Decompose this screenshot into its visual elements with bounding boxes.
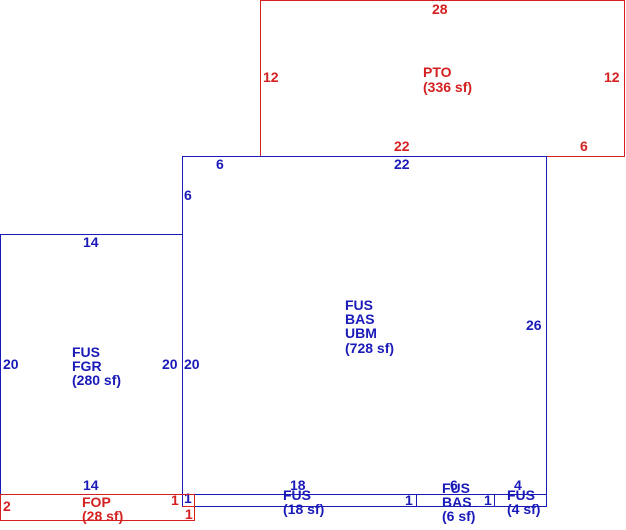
dim-main-left: 20 [184, 356, 200, 372]
dim-strip-mid-top: 18 [290, 477, 306, 493]
dim-strip-right-top: 4 [514, 477, 522, 493]
dim-strip-bas-top: 6 [450, 477, 458, 493]
strip-mid-label-1: FUS [283, 487, 311, 503]
dim-main-step: 6 [184, 187, 192, 203]
strip-bas-label-2: BAS [442, 494, 472, 510]
dim-main-right: 26 [526, 317, 542, 333]
dim-pto-bottom: 22 [394, 138, 410, 154]
dim-strip-left: 1 [184, 490, 192, 506]
dim-main-top: 22 [394, 156, 410, 172]
dim-strip-mid-right: 1 [405, 492, 413, 508]
area-main-label-3: UBM [345, 325, 377, 341]
strip-right-label-1: FUS [507, 487, 535, 503]
dim-pto-top: 28 [432, 1, 448, 17]
area-fop: FOP (28 sf) 2 1 1 [0, 492, 195, 524]
area-fgr-label-2: FGR [72, 358, 102, 374]
area-fgr: FUS FGR (280 sf) 14 20 20 14 [0, 234, 183, 495]
area-strips: 18 FUS (18 sf) 1 1 6 FUS BAS (6 sf) 1 4 … [182, 477, 547, 524]
area-main: FUS BAS UBM (728 sf) 6 22 6 26 20 [182, 156, 547, 495]
dim-main-top-left: 6 [216, 156, 224, 172]
area-fop-label-1: FOP [82, 494, 111, 510]
strip-right-label-2: (4 sf) [507, 501, 540, 517]
dim-fop-bottom-right: 1 [185, 506, 193, 522]
strip-mid-label-2: (18 sf) [283, 501, 324, 517]
dim-fgr-bottom: 14 [83, 477, 99, 493]
dim-pto-right: 12 [604, 69, 620, 85]
strip-bas-label-3: (6 sf) [442, 508, 475, 524]
dim-pto-bottom-right: 6 [580, 138, 588, 154]
dim-strip-bas-right: 1 [484, 492, 492, 508]
strip-bas-label-1: FUS [442, 480, 470, 496]
dim-fop-right: 1 [171, 492, 179, 508]
strip-right-outline [494, 494, 547, 507]
area-pto: PTO (336 sf) 28 12 12 22 6 [260, 0, 625, 157]
area-pto-label-1: PTO [423, 64, 452, 80]
area-fgr-label-3: (280 sf) [72, 372, 121, 388]
dim-fgr-right: 20 [162, 356, 178, 372]
area-pto-label-2: (336 sf) [423, 79, 472, 95]
dim-fgr-left: 20 [3, 356, 19, 372]
area-fop-outline [0, 494, 195, 521]
area-main-label-4: (728 sf) [345, 340, 394, 356]
area-fop-label-2: (28 sf) [82, 508, 123, 524]
dim-fop-left: 2 [3, 498, 11, 514]
area-main-label-1: FUS [345, 297, 373, 313]
area-main-label-2: BAS [345, 311, 375, 327]
dim-fgr-top: 14 [83, 234, 99, 250]
dim-pto-left: 12 [263, 69, 279, 85]
area-fgr-label-1: FUS [72, 344, 100, 360]
